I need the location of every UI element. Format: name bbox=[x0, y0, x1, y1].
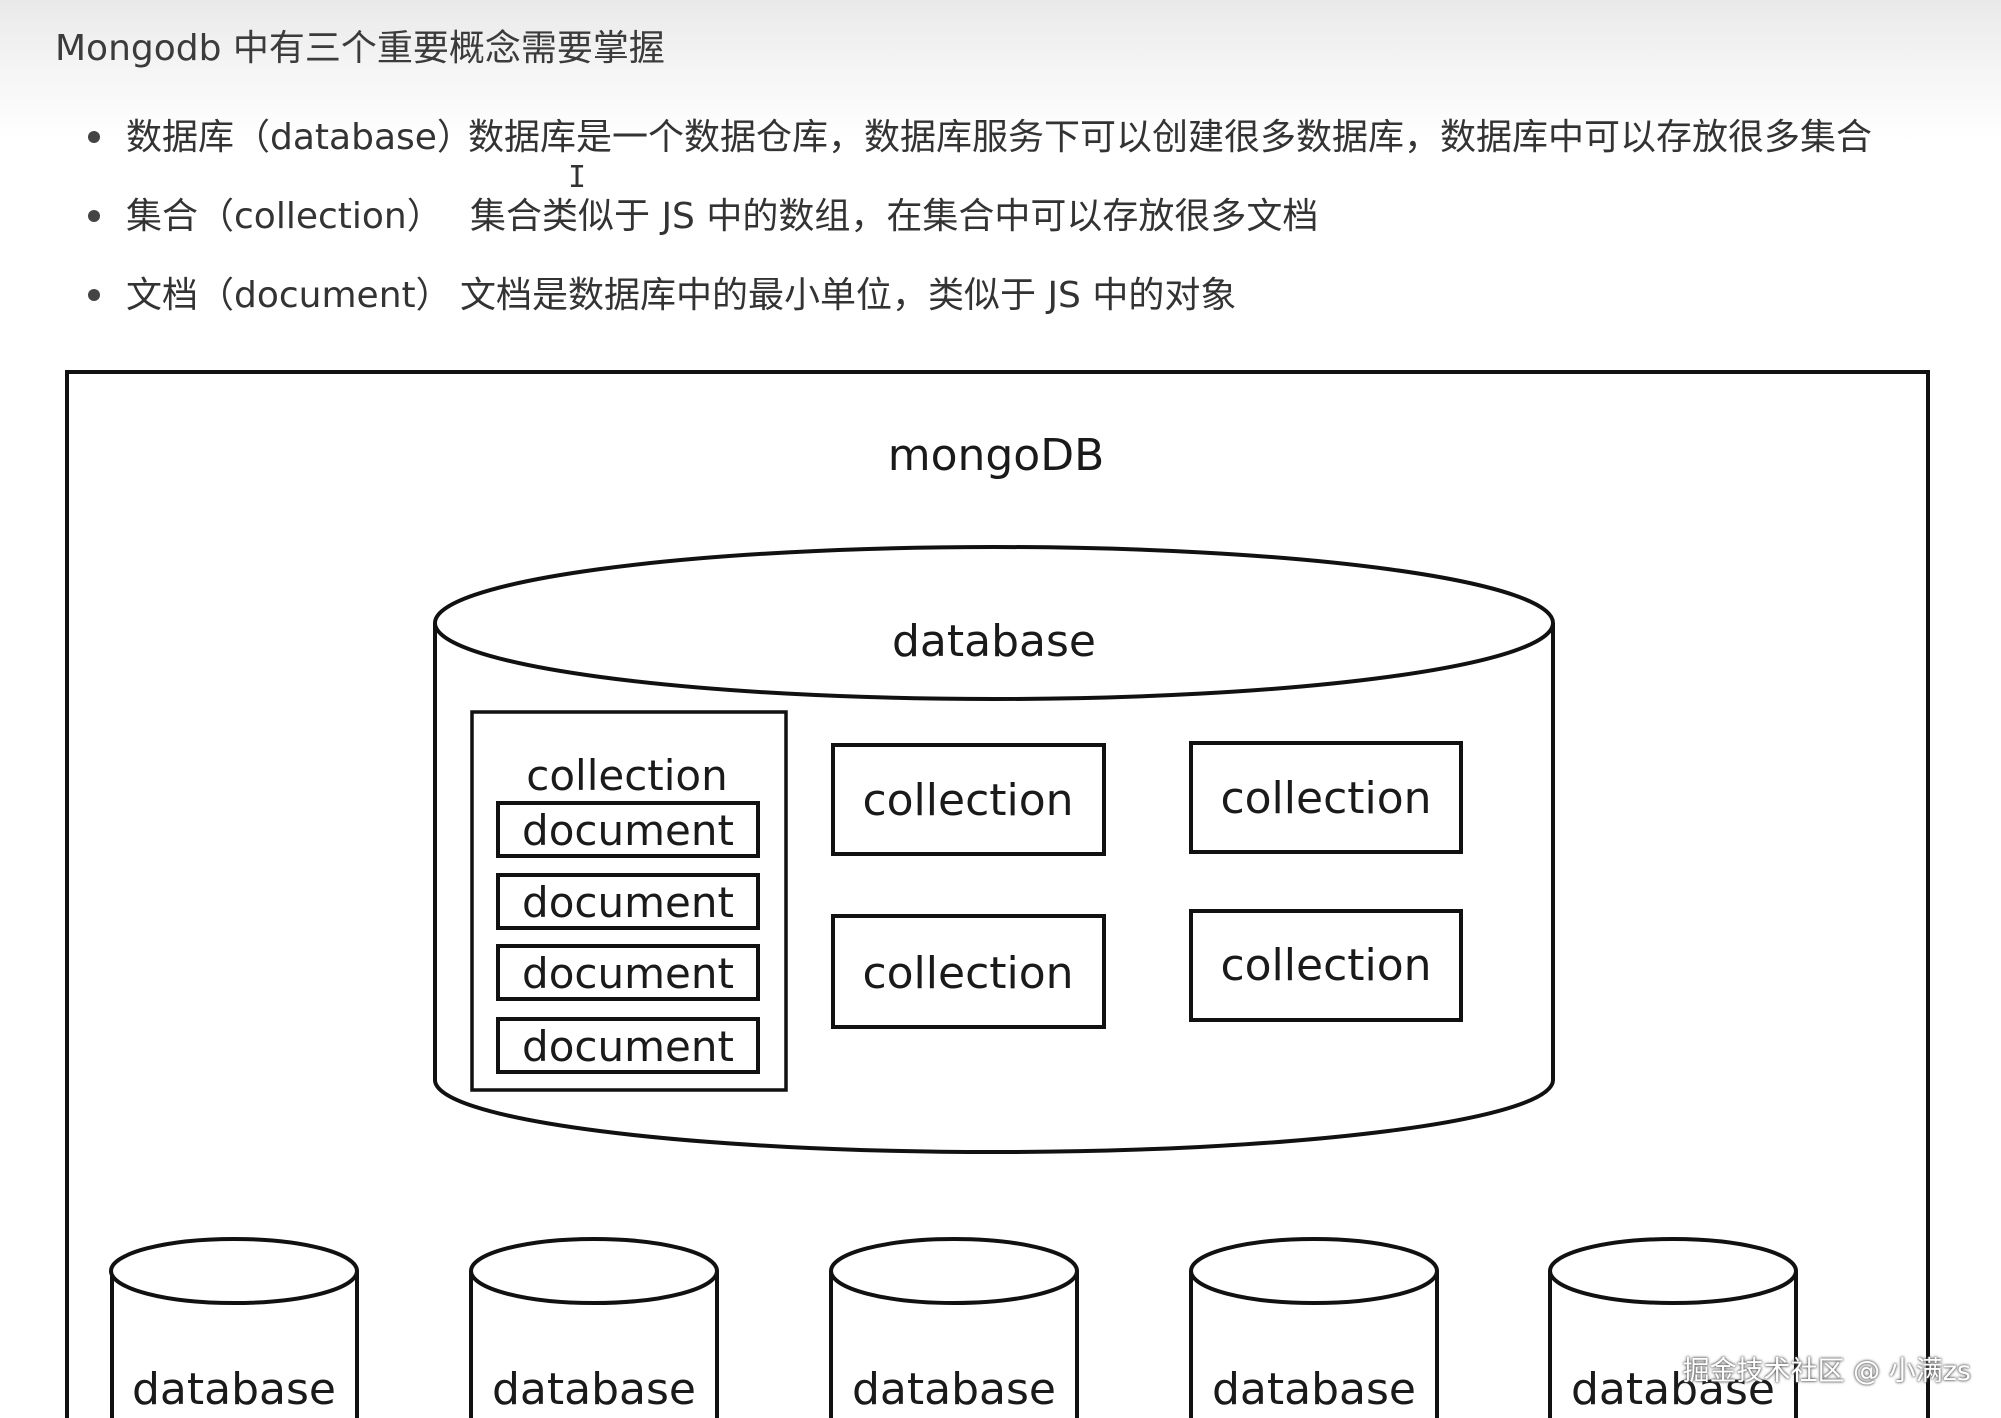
concept-term: 数据库（database） bbox=[126, 117, 473, 158]
header-background bbox=[0, 0, 2001, 140]
mongodb-frame bbox=[65, 370, 1930, 1418]
document-label: document bbox=[522, 806, 734, 855]
document-box bbox=[496, 944, 760, 1001]
collection-box bbox=[831, 743, 1106, 856]
collection-boxes: collection collection collection collect… bbox=[831, 741, 1463, 1029]
database-cylinder: database bbox=[1548, 1237, 1798, 1418]
concept-description: 文档是数据库中的最小单位，类似于 JS 中的对象 bbox=[460, 275, 1237, 316]
database-label: database bbox=[492, 1364, 696, 1415]
concept-term: 集合（collection） bbox=[126, 196, 443, 237]
document-label: document bbox=[522, 878, 734, 927]
collection-label: collection bbox=[1220, 940, 1431, 991]
cylinder-top bbox=[433, 545, 1555, 701]
collection-label: collection bbox=[862, 948, 1073, 999]
bullet-icon bbox=[88, 131, 100, 143]
bullet-icon bbox=[88, 289, 100, 301]
document-box bbox=[496, 873, 760, 930]
mongodb-label: mongoDB bbox=[888, 430, 1105, 481]
database-cylinder: database bbox=[829, 1237, 1079, 1418]
collection-box bbox=[831, 914, 1106, 1029]
watermark: 掘金技术社区 @ 小满zs bbox=[1682, 1356, 1971, 1387]
database-cylinder: database bbox=[1189, 1237, 1439, 1418]
detailed-collection: collection document document document do… bbox=[470, 710, 788, 1092]
database-label: database bbox=[132, 1364, 336, 1415]
collection-label: collection bbox=[862, 775, 1073, 826]
collection-label: collection bbox=[526, 751, 728, 800]
database-label: database bbox=[1212, 1364, 1416, 1415]
document-label: document bbox=[522, 949, 734, 998]
bottom-databases: database database database database data… bbox=[109, 1237, 1798, 1418]
document-box bbox=[496, 801, 760, 858]
document-box bbox=[496, 1017, 760, 1074]
collection-label: collection bbox=[1220, 773, 1431, 824]
concept-term: 文档（document） bbox=[126, 275, 452, 316]
concept-description: 集合类似于 JS 中的数组，在集合中可以存放很多文档 bbox=[470, 196, 1319, 237]
document-label: document bbox=[522, 1022, 734, 1071]
database-cylinder: database bbox=[469, 1237, 719, 1418]
collection-box bbox=[1189, 909, 1463, 1022]
database-label: database bbox=[852, 1364, 1056, 1415]
page-heading: Mongodb 中有三个重要概念需要掌握 bbox=[55, 28, 665, 69]
database-label: database bbox=[1571, 1364, 1775, 1415]
text-cursor-icon: I bbox=[568, 160, 587, 195]
bullet-icon bbox=[88, 210, 100, 222]
database-cylinder: database bbox=[109, 1237, 359, 1418]
main-database-label: database bbox=[892, 616, 1096, 667]
concept-description: 数据库是一个数据仓库，数据库服务下可以创建很多数据库，数据库中可以存放很多集合 bbox=[468, 117, 1873, 158]
collection-box bbox=[1189, 741, 1463, 854]
